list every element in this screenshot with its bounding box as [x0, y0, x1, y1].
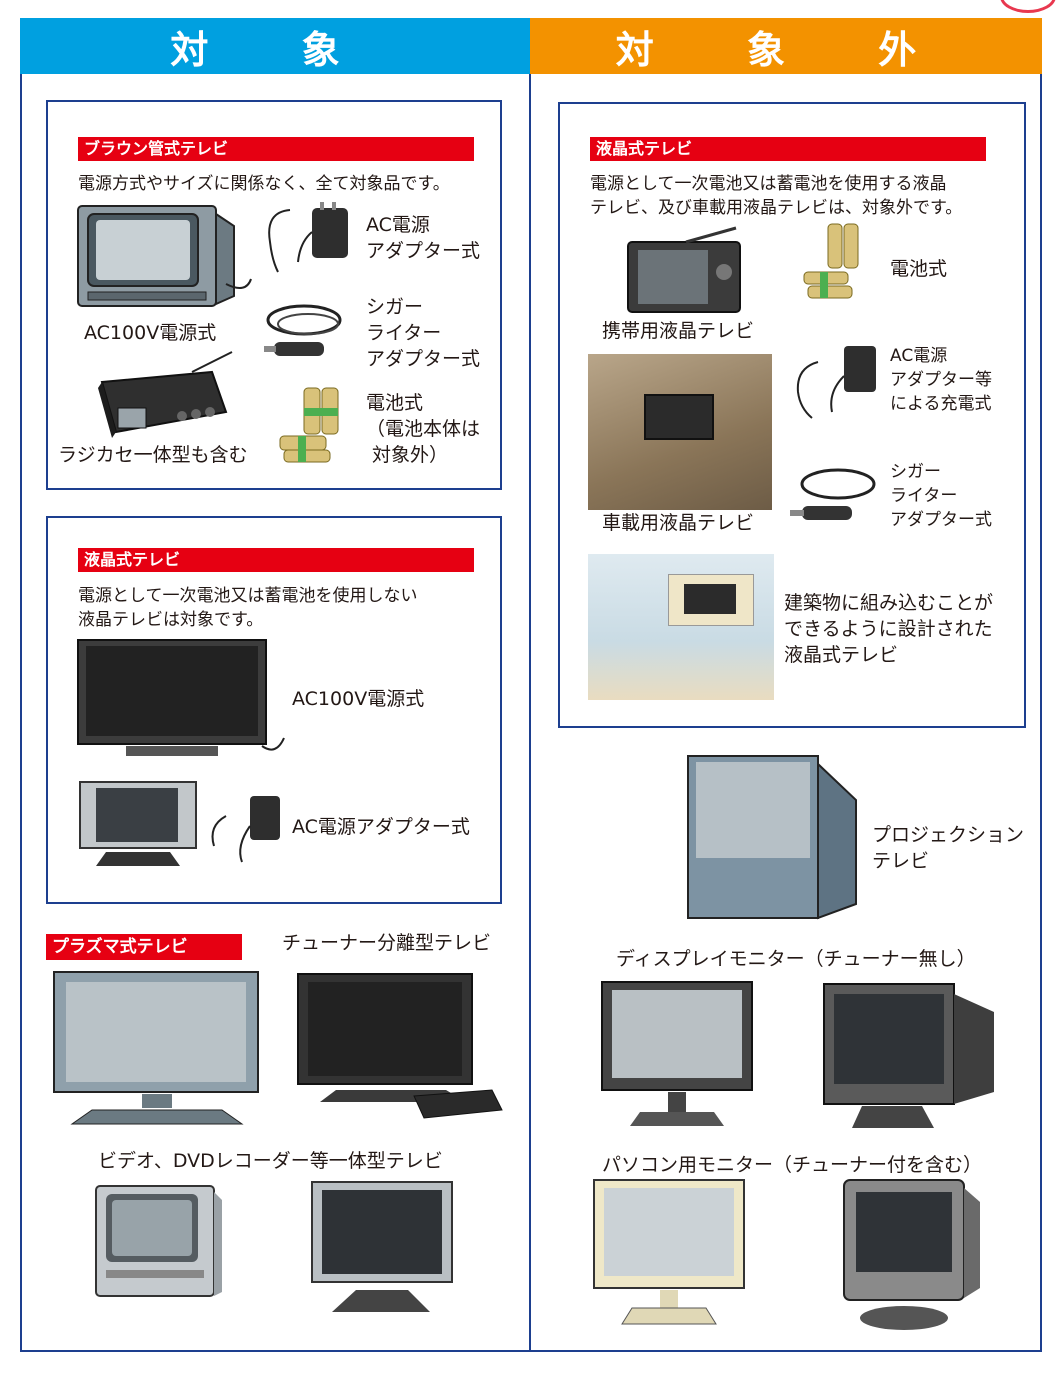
video-dvd-label: ビデオ、DVDレコーダー等一体型テレビ — [98, 1150, 443, 1172]
header-non-target: 対 象 外 — [530, 18, 1042, 74]
portable-label: 携帯用液晶テレビ — [602, 320, 755, 342]
projection-label: プロジェクション テレビ — [872, 824, 1025, 872]
car-lcd-tv-photo — [588, 354, 772, 510]
braun-title: ブラウン管式テレビ — [78, 137, 474, 161]
braun-battery-label: 電池式 （電池本体は 対象外） — [366, 392, 481, 466]
braun-cigar-label: シガー ライター アダプター式 — [366, 296, 481, 370]
braun-ac-adapter-label: AC電源 アダプター式 — [366, 214, 481, 262]
lcd-target-desc: 電源として一次電池又は蓄電池を使用しない 液晶テレビは対象です。 — [78, 586, 418, 630]
rechargeable-label: AC電源 アダプター等 による充電式 — [890, 346, 992, 414]
battery-icon — [279, 387, 339, 463]
projection-tv-illustration — [687, 755, 857, 920]
lcd-small-tv-illustration — [79, 781, 197, 866]
battery-icon-right — [803, 223, 859, 299]
lcd-ac-adapter-icon — [211, 796, 280, 863]
lcd-target-ac-adapter-label: AC電源アダプター式 — [292, 816, 470, 838]
radio-cassette-tv-illustration — [98, 351, 233, 438]
tuner-separate-label: チューナー分離型テレビ — [282, 932, 492, 954]
braun-radio-label: ラジカセ一体型も含む — [58, 444, 248, 466]
plasma-title: プラズマ式テレビ — [46, 934, 242, 960]
lcd-nontarget-desc: 電源として一次電池又は蓄電池を使用する液晶 テレビ、及び車載用液晶テレビは、対象… — [590, 174, 963, 218]
video-lcd-tv-illustration — [311, 1181, 453, 1312]
plasma-tv-illustration — [53, 971, 259, 1125]
braun-desc: 電源方式やサイズに関係なく、全て対象品です。 — [78, 174, 450, 194]
ac-adapter-icon — [268, 202, 348, 273]
rechargeable-adapter-icon — [796, 346, 876, 419]
box-braun-tube: ブラウン管式テレビ 電源方式やサイズに関係なく、全て対象品です。 AC100V電… — [46, 100, 502, 490]
built-in-lcd-tv-photo — [588, 554, 774, 700]
cigar-label-right: シガー ライター アダプター式 — [890, 462, 992, 530]
lcd-nontarget-title: 液晶式テレビ — [590, 137, 986, 161]
pc-monitor-label: パソコン用モニター（チューナー付を含む） — [602, 1154, 983, 1176]
pc-lcd-monitor-illustration — [593, 1179, 745, 1325]
cigar-adapter-icon — [264, 304, 342, 356]
cigar-adapter-icon-right — [790, 468, 876, 520]
tuner-separate-tv-illustration — [297, 973, 503, 1119]
box-lcd-non-target: 液晶式テレビ 電源として一次電池又は蓄電池を使用する液晶 テレビ、及び車載用液晶… — [558, 102, 1026, 728]
display-lcd-monitor-illustration — [601, 981, 753, 1126]
portable-lcd-tv-illustration — [627, 226, 741, 313]
built-in-label: 建築物に組み込むことが できるように設計された 液晶式テレビ — [784, 592, 994, 666]
box-lcd-target: 液晶式テレビ 電源として一次電池又は蓄電池を使用しない 液晶テレビは対象です。 … — [46, 516, 502, 904]
header-target: 対 象 — [20, 18, 530, 74]
lcd-target-title: 液晶式テレビ — [78, 548, 474, 572]
car-label: 車載用液晶テレビ — [602, 512, 755, 534]
braun-ac100-label: AC100V電源式 — [84, 322, 217, 344]
lcd-nontarget-battery-label: 電池式 — [890, 258, 948, 280]
video-crt-tv-illustration — [95, 1185, 222, 1297]
corner-decoration — [1000, 0, 1056, 13]
display-monitor-label: ディスプレイモニター（チューナー無し） — [616, 948, 976, 970]
display-crt-monitor-illustration — [823, 983, 994, 1128]
lcd-target-ac100-label: AC100V電源式 — [292, 688, 425, 710]
column-divider — [529, 74, 531, 1352]
lcd-tv-illustration — [77, 639, 285, 756]
crt-tv-illustration — [77, 205, 252, 307]
pc-crt-monitor-illustration — [843, 1179, 980, 1330]
